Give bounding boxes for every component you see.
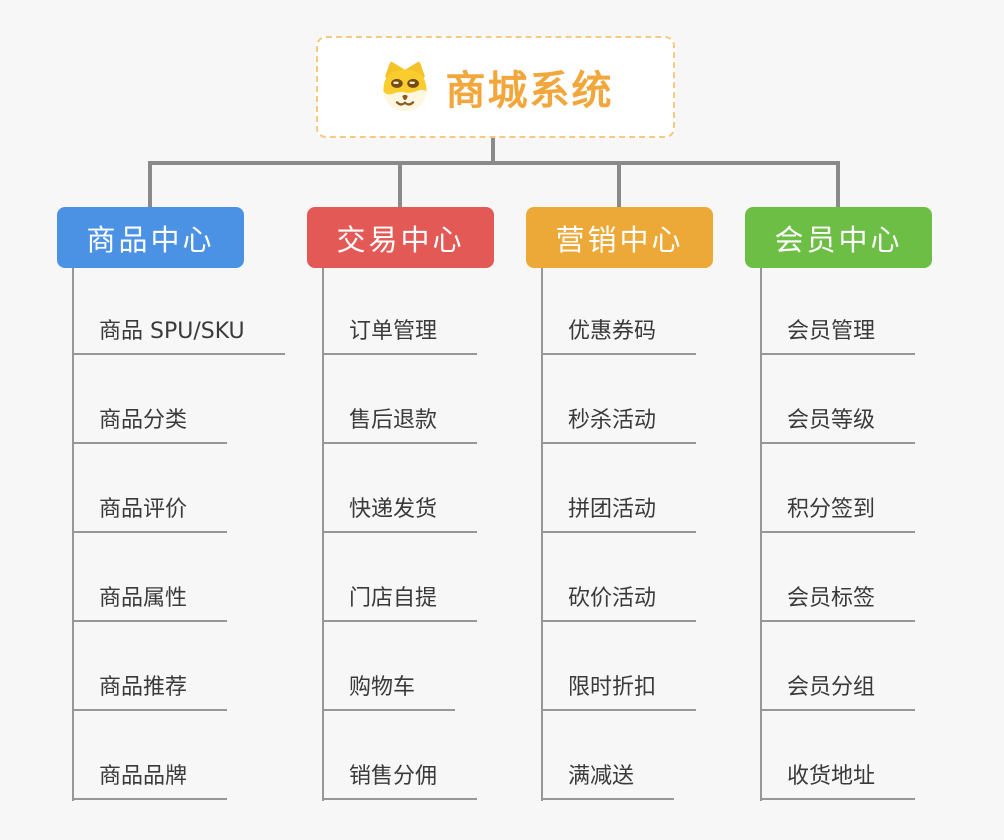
column-member-items: 会员管理 会员等级 积分签到 会员标签 会员分组 收货地址 xyxy=(760,268,1000,800)
column-product-items: 商品 SPU/SKU 商品分类 商品评价 商品属性 商品推荐 商品品牌 xyxy=(72,268,312,800)
item-label: 优惠券码 xyxy=(541,313,697,355)
connector-drop-marketing xyxy=(617,161,621,209)
item-label: 砍价活动 xyxy=(541,580,697,622)
item-label: 商品评价 xyxy=(72,491,228,533)
item-label: 商品 SPU/SKU xyxy=(72,313,285,355)
item-label: 商品推荐 xyxy=(72,669,228,711)
column-marketing-items: 优惠券码 秒杀活动 拼团活动 砍价活动 限时折扣 满减送 xyxy=(541,268,781,800)
mindmap-item[interactable]: 满减送 xyxy=(541,711,781,800)
mindmap-item[interactable]: 商品推荐 xyxy=(72,622,312,711)
trunk-member xyxy=(760,268,762,801)
item-label: 快递发货 xyxy=(322,491,478,533)
mindmap-item[interactable]: 购物车 xyxy=(322,622,562,711)
mindmap-item[interactable]: 会员管理 xyxy=(760,268,1000,355)
branch-label: 交易中心 xyxy=(336,222,465,257)
item-label: 积分签到 xyxy=(760,491,916,533)
item-label: 会员标签 xyxy=(760,580,916,622)
trunk-marketing xyxy=(541,268,543,801)
branch-member-center[interactable]: 会员中心 xyxy=(745,207,932,268)
connector-horizontal xyxy=(148,161,840,165)
mindmap-item[interactable]: 积分签到 xyxy=(760,444,1000,533)
connector-drop-product xyxy=(148,161,152,209)
mindmap-item[interactable]: 售后退款 xyxy=(322,355,562,444)
item-label: 售后退款 xyxy=(322,402,478,444)
mindmap-item[interactable]: 会员标签 xyxy=(760,533,1000,622)
mindmap-item[interactable]: 会员等级 xyxy=(760,355,1000,444)
mindmap-item[interactable]: 商品分类 xyxy=(72,355,312,444)
branch-trade-center[interactable]: 交易中心 xyxy=(307,207,494,268)
root-title: 商城系统 xyxy=(445,68,614,114)
mindmap-item[interactable]: 收货地址 xyxy=(760,711,1000,800)
item-label: 商品属性 xyxy=(72,580,228,622)
item-label: 拼团活动 xyxy=(541,491,697,533)
item-label: 限时折扣 xyxy=(541,669,697,711)
branch-product-center[interactable]: 商品中心 xyxy=(57,207,244,268)
mindmap-item[interactable]: 会员分组 xyxy=(760,622,1000,711)
item-label: 会员分组 xyxy=(760,669,916,711)
branch-marketing-center[interactable]: 营销中心 xyxy=(526,207,713,268)
connector-drop-trade xyxy=(398,161,402,209)
connector-drop-member xyxy=(836,161,840,209)
mindmap-item[interactable]: 销售分佣 xyxy=(322,711,562,800)
mindmap-item[interactable]: 门店自提 xyxy=(322,533,562,622)
item-label: 会员管理 xyxy=(760,313,916,355)
dog-face-icon xyxy=(382,61,427,112)
column-trade-items: 订单管理 售后退款 快递发货 门店自提 购物车 销售分佣 xyxy=(322,268,562,800)
branch-label: 营销中心 xyxy=(555,222,684,257)
item-label: 会员等级 xyxy=(760,402,916,444)
mindmap-item[interactable]: 限时折扣 xyxy=(541,622,781,711)
item-label: 商品品牌 xyxy=(72,758,228,800)
mindmap-item[interactable]: 商品评价 xyxy=(72,444,312,533)
item-label: 订单管理 xyxy=(322,313,478,355)
mindmap-item[interactable]: 砍价活动 xyxy=(541,533,781,622)
mindmap-item[interactable]: 商品品牌 xyxy=(72,711,312,800)
mindmap-item[interactable]: 订单管理 xyxy=(322,268,562,355)
mindmap-item[interactable]: 商品 SPU/SKU xyxy=(72,268,312,355)
mindmap-item[interactable]: 快递发货 xyxy=(322,444,562,533)
trunk-product xyxy=(72,268,74,801)
item-label: 商品分类 xyxy=(72,402,228,444)
item-label: 门店自提 xyxy=(322,580,478,622)
item-label: 满减送 xyxy=(541,758,675,800)
root-node[interactable]: 商城系统 xyxy=(316,36,675,138)
mindmap-item[interactable]: 拼团活动 xyxy=(541,444,781,533)
item-label: 收货地址 xyxy=(760,758,916,800)
trunk-trade xyxy=(322,268,324,801)
connector-root-stub xyxy=(491,138,495,163)
item-label: 销售分佣 xyxy=(322,758,478,800)
mindmap-item[interactable]: 秒杀活动 xyxy=(541,355,781,444)
item-label: 购物车 xyxy=(322,669,456,711)
branch-label: 商品中心 xyxy=(86,222,215,257)
mindmap-item[interactable]: 优惠券码 xyxy=(541,268,781,355)
branch-label: 会员中心 xyxy=(774,222,903,257)
mindmap-item[interactable]: 商品属性 xyxy=(72,533,312,622)
item-label: 秒杀活动 xyxy=(541,402,697,444)
